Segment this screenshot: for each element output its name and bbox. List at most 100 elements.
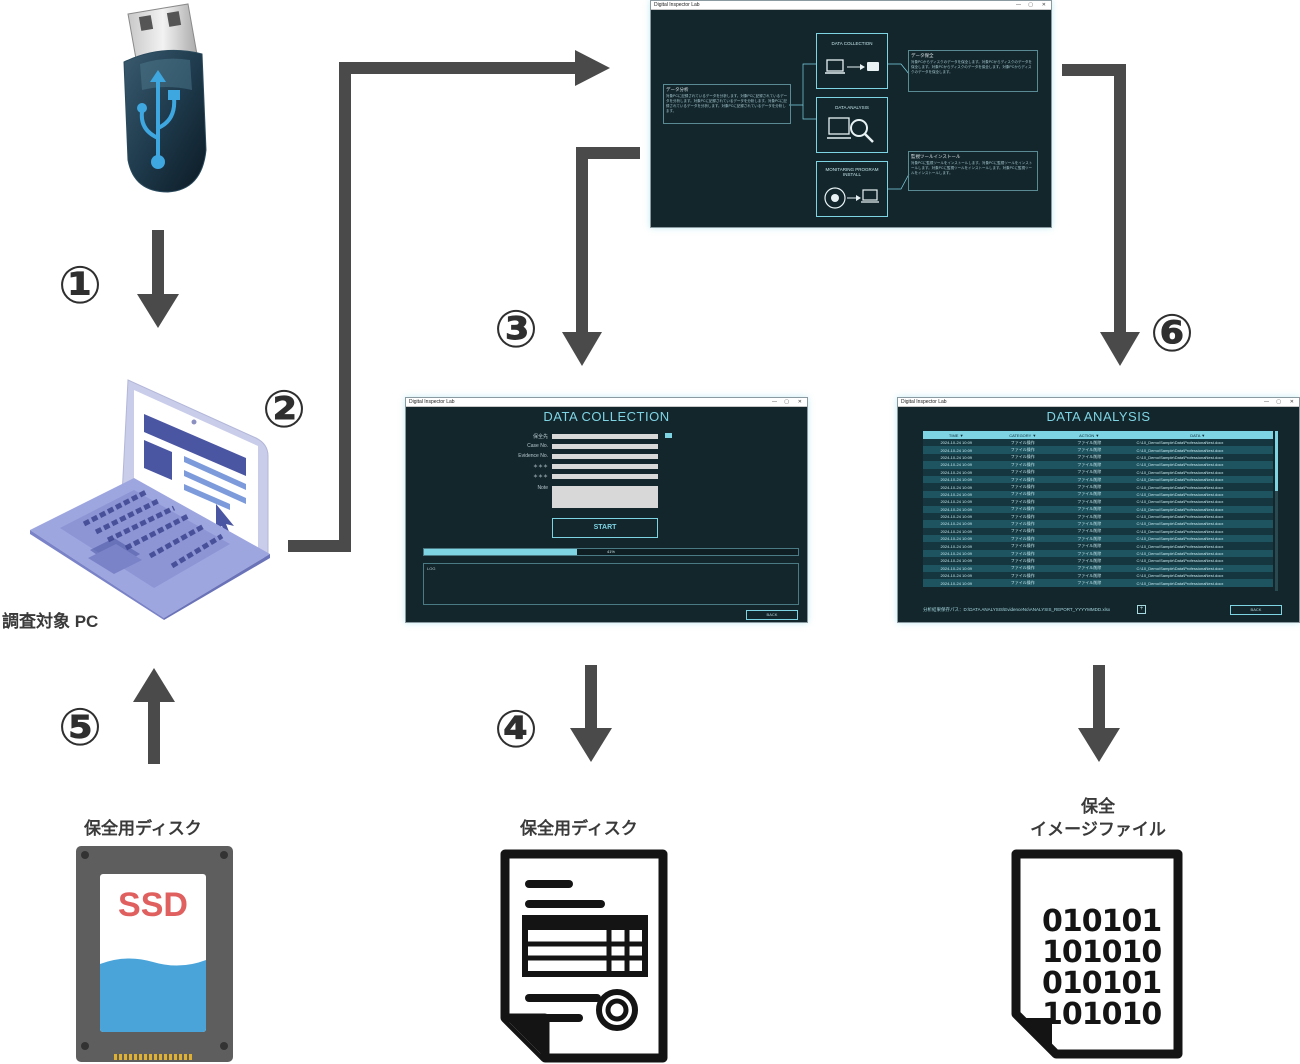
field-label-case-no: Case No.	[527, 443, 548, 449]
data-analysis-window: Digital Inspector Lab — ▢ ✕ DATA ANALYSI…	[897, 397, 1300, 623]
scrollbar-thumb[interactable]	[1275, 431, 1278, 491]
monitoring-install-menu-button[interactable]: MONITARING PROGRAM INSTALL	[816, 161, 888, 217]
field-label-note: Note	[537, 485, 548, 491]
cell-time: 2024-10-24 10:09	[923, 572, 990, 580]
note-left-title: データ分析	[666, 87, 689, 92]
cell-category: ファイル操作	[989, 439, 1056, 447]
cell-data: C:\10_Demo\Sample\Data\Professional\test…	[1122, 461, 1273, 469]
table-scrollbar[interactable]	[1275, 431, 1278, 591]
back-button[interactable]: BACK	[746, 610, 798, 620]
maximize-button[interactable]: ▢	[1276, 399, 1281, 405]
minimize-button[interactable]: —	[1264, 399, 1269, 405]
cell-time: 2024-10-24 10:09	[923, 527, 990, 536]
column-header-time[interactable]: TIME ▼	[923, 431, 990, 439]
field-label-extra-2: ＊＊＊	[532, 474, 548, 480]
cell-category: ファイル操作	[989, 490, 1056, 499]
cell-action: ファイル削除	[1056, 557, 1123, 565]
cell-action: ファイル削除	[1056, 475, 1123, 484]
cell-action: ファイル削除	[1056, 564, 1123, 573]
note-textarea[interactable]	[552, 486, 658, 508]
back-button[interactable]: BACK	[1230, 605, 1282, 615]
extra-field-2[interactable]	[552, 474, 658, 479]
browse-button[interactable]	[665, 433, 672, 438]
cell-category: ファイル操作	[989, 461, 1056, 469]
column-header-action[interactable]: ACTION ▼	[1056, 431, 1123, 439]
cell-category: ファイル操作	[989, 542, 1056, 550]
destination-field[interactable]	[552, 434, 658, 439]
cell-action: ファイル削除	[1056, 572, 1123, 580]
binary-line: 101010	[1042, 997, 1162, 1032]
column-header-data[interactable]: DATA ▼	[1122, 431, 1273, 439]
note-right-title: データ保全	[911, 53, 934, 58]
start-button[interactable]: START	[552, 518, 658, 538]
case-no-field[interactable]	[552, 444, 658, 449]
minimize-button[interactable]: —	[772, 399, 777, 405]
table-header-row: TIME ▼ CATEGORY ▼ ACTION ▼ DATA ▼	[923, 431, 1273, 439]
app-title: Digital Inspector Lab	[409, 399, 455, 405]
cell-category: ファイル操作	[989, 475, 1056, 484]
close-button[interactable]: ✕	[1289, 399, 1294, 405]
cell-category: ファイル操作	[989, 453, 1056, 462]
pc-to-disk-icon	[825, 59, 879, 74]
cell-data: C:\10_Demo\Sample\Data\Professional\test…	[1122, 505, 1273, 513]
data-analysis-menu-button[interactable]: DATA ANALYSIS	[816, 97, 888, 153]
field-label-destination: 保全先	[532, 434, 548, 440]
cell-action: ファイル削除	[1056, 446, 1123, 454]
progress-fill	[424, 549, 578, 555]
cell-data: C:\10_Demo\Sample\Data\Professional\test…	[1122, 557, 1273, 565]
image-file-icon: 010101 101010 010101 101010	[1008, 848, 1186, 1060]
cell-category: ファイル操作	[989, 483, 1056, 491]
maximize-button[interactable]: ▢	[1028, 2, 1033, 8]
data-collection-menu-button[interactable]: DATA COLLECTION	[816, 33, 888, 89]
close-button[interactable]: ✕	[1041, 2, 1046, 8]
cell-action: ファイル削除	[1056, 498, 1123, 506]
cell-data: C:\10_Demo\Sample\Data\Professional\test…	[1122, 579, 1273, 587]
extra-field-1[interactable]	[552, 464, 658, 469]
binary-line: 010101	[1042, 966, 1162, 1001]
cell-time: 2024-10-24 10:09	[923, 557, 990, 565]
cell-action: ファイル削除	[1056, 542, 1123, 550]
progress-text: 41%	[606, 549, 615, 554]
menu-window: Digital Inspector Lab — ▢ ✕ データ分析 対象PCに記…	[650, 0, 1052, 228]
minimize-button[interactable]: —	[1016, 2, 1021, 8]
cell-category: ファイル操作	[989, 557, 1056, 565]
column-header-category[interactable]: CATEGORY ▼	[989, 431, 1056, 439]
evidence-no-field[interactable]	[552, 454, 658, 459]
cell-time: 2024-10-24 10:09	[923, 542, 990, 550]
cell-category: ファイル操作	[989, 527, 1056, 536]
analysis-window-titlebar: Digital Inspector Lab — ▢ ✕	[898, 398, 1299, 407]
cell-time: 2024-10-24 10:09	[923, 475, 990, 484]
note-data-analysis: データ分析 対象PCに記録されているデータを分析します。対象PCに記録されている…	[663, 84, 791, 124]
field-label-extra-1: ＊＊＊	[532, 464, 548, 470]
step-6-label: ⑥	[1150, 304, 1195, 364]
cell-time: 2024-10-24 10:09	[923, 498, 990, 506]
cell-time: 2024-10-24 10:09	[923, 461, 990, 469]
maximize-button[interactable]: ▢	[784, 399, 789, 405]
close-button[interactable]: ✕	[797, 399, 802, 405]
add-path-button[interactable]: +	[1137, 605, 1146, 614]
document-icon	[500, 849, 668, 1063]
cell-action: ファイル削除	[1056, 535, 1123, 543]
cell-category: ファイル操作	[989, 572, 1056, 580]
cell-category: ファイル操作	[989, 579, 1056, 587]
